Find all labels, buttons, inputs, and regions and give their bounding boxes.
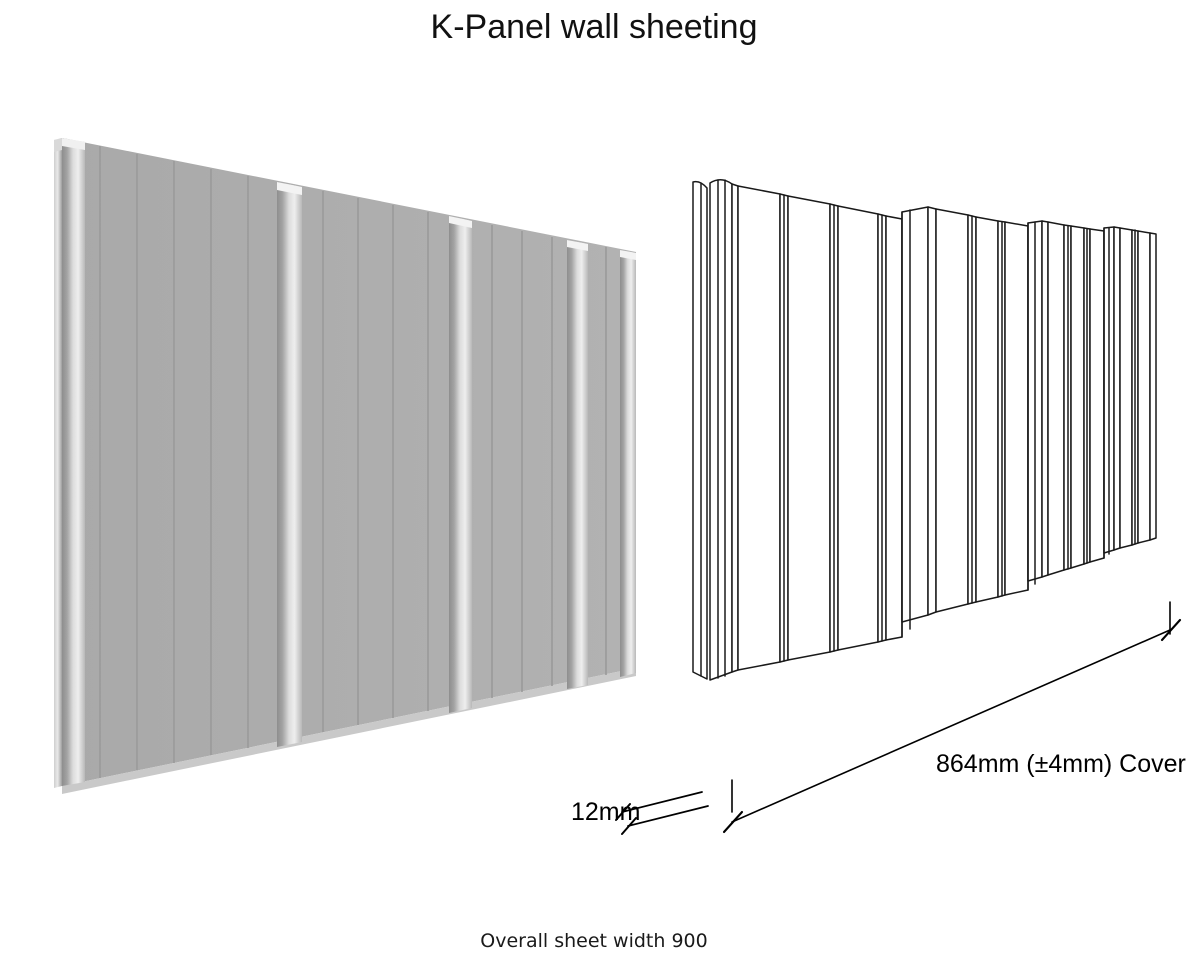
wireframe-panel [692,179,1157,681]
cover-dimension-label: 864mm (±4mm) Cover [936,750,1186,778]
overall-width-caption: Overall sheet width 900 [480,930,708,952]
leader-line-lower [627,805,709,827]
minor-rib-lines [99,146,607,778]
page-title: K-Panel wall sheeting [430,8,758,46]
wire-rib-modules [731,183,1157,673]
leader-line-upper [621,791,703,813]
dim-tick-right [1160,618,1182,642]
panel-body [54,138,636,794]
thickness-dimension-label: 12mm [571,798,641,826]
major-ribs [277,182,636,747]
shaded-3d-panel [54,138,636,794]
leader-tick-upper [615,803,631,821]
leader-tick-lower [621,817,637,835]
left-end-rib [62,138,85,786]
dim-line-cover [731,629,1171,823]
wire-end-rib [692,179,733,681]
thickness-dimension [615,791,709,835]
cover-dimension [722,601,1182,834]
dim-tick-left [722,810,744,834]
